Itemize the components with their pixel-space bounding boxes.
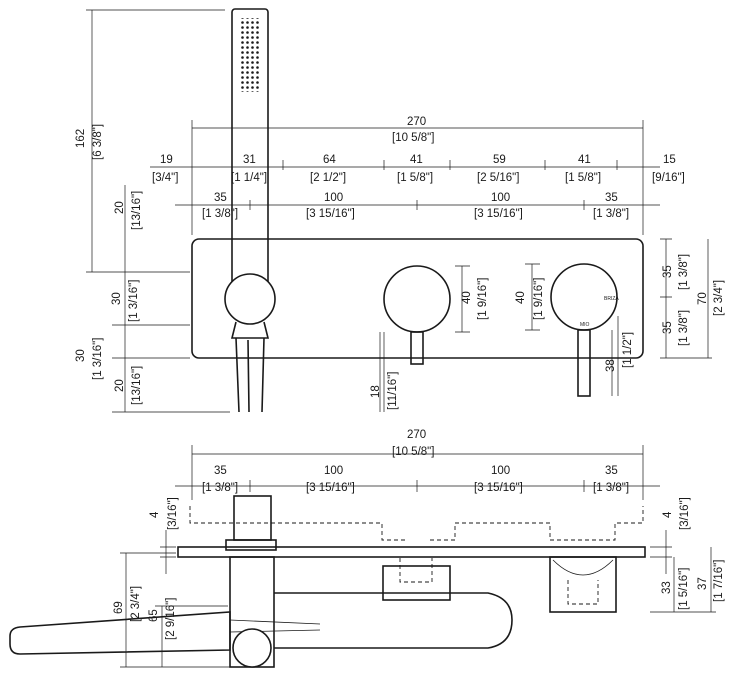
- dim-side-4-mm: 35: [605, 465, 618, 477]
- dim-left-20a-mm: 20: [114, 201, 126, 214]
- dim-left-162-in: [6 3/8"]: [92, 124, 104, 160]
- dim-row2-1-mm: 35: [214, 192, 227, 204]
- dim-side-33-mm: 33: [661, 581, 673, 594]
- dim-row2-3-in: [3 15/16"]: [474, 208, 523, 220]
- dim-right-70-mm: 70: [697, 292, 709, 305]
- side-knob-2-stem: [567, 580, 599, 605]
- dim-left-30b-mm: 30: [75, 349, 87, 362]
- dim-right-70-in: [2 3/4"]: [713, 280, 725, 316]
- dim-side-2-mm: 100: [324, 465, 343, 477]
- dim-knob2-in: [1 9/16"]: [533, 278, 545, 320]
- dim-top-1-in: [3/4"]: [152, 172, 178, 184]
- side-knob-2: [549, 556, 617, 613]
- side-extension-lines: [120, 445, 716, 668]
- dim-side-overall-in: [10 5/8"]: [392, 446, 434, 458]
- dim-row2-1-in: [1 3/8"]: [202, 208, 238, 220]
- dim-knob1-in: [1 9/16"]: [477, 278, 489, 320]
- dim-side-1-in: [1 3/8"]: [202, 482, 238, 494]
- dim-row2-4-mm: 35: [605, 192, 618, 204]
- dim-lever-18-in: [11/16"]: [387, 372, 399, 410]
- dim-top-5-mm: 59: [493, 154, 506, 166]
- side-holder-collar: [225, 539, 277, 551]
- dim-knob1-mm: 40: [461, 291, 473, 304]
- dim-front-overall-mm: 270: [407, 116, 426, 128]
- mixer-lever-1: [410, 331, 424, 365]
- dim-side-overall-mm: 270: [407, 429, 426, 441]
- dim-top-4-in: [1 5/8"]: [397, 172, 433, 184]
- dim-right-35a-mm: 35: [662, 265, 674, 278]
- dim-side-left-4-mm: 4: [149, 511, 161, 518]
- dim-left-30a-in: [1 3/16"]: [128, 280, 140, 322]
- side-wall-plate: [177, 546, 646, 558]
- side-holder-top: [233, 495, 272, 541]
- dim-top-7-in: [9/16"]: [652, 172, 685, 184]
- dim-side-65-in: [2 9/16"]: [165, 598, 177, 640]
- dim-top-6-mm: 41: [578, 154, 591, 166]
- side-knob-2-bowl: [552, 559, 614, 576]
- side-dimensions: 270 [10 5/8"] 35 [1 3/8"] 100 [3 15/16"]…: [113, 429, 725, 667]
- dim-side-right-4-mm: 4: [662, 511, 674, 518]
- dim-row2-2-in: [3 15/16"]: [306, 208, 355, 220]
- shower-holder-knob: [224, 273, 276, 325]
- wall-plate: [191, 238, 644, 359]
- dim-lever-18-mm: 18: [370, 385, 382, 398]
- dim-side-1-mm: 35: [214, 465, 227, 477]
- dim-left-30b-in: [1 3/16"]: [92, 338, 104, 380]
- shower-holder-mount: [230, 321, 270, 339]
- dim-top-6-in: [1 5/8"]: [565, 172, 601, 184]
- dim-side-37-mm: 37: [697, 577, 709, 590]
- mixer-lever-2: [577, 329, 591, 397]
- side-view: [9, 445, 716, 668]
- dim-side-2-in: [3 15/16"]: [306, 482, 355, 494]
- dim-side-65-mm: 65: [148, 609, 160, 622]
- dim-knob2-mm: 40: [515, 291, 527, 304]
- dim-top-2-in: [1 1/4"]: [231, 172, 267, 184]
- dim-side-4-in: [1 3/8"]: [593, 482, 629, 494]
- dim-row2-4-in: [1 3/8"]: [593, 208, 629, 220]
- dim-side-37-in: [1 7/16"]: [713, 560, 725, 602]
- dim-left-20b-in: [13/16"]: [131, 366, 143, 405]
- side-holder-knob: [232, 628, 272, 668]
- dim-lever-38-in: [1 1/2"]: [622, 332, 634, 368]
- dim-right-35b-in: [1 3/8"]: [678, 310, 690, 346]
- dim-left-20b-mm: 20: [114, 379, 126, 392]
- side-hose-arm: [274, 592, 513, 649]
- dim-side-69-in: [2 3/4"]: [130, 586, 142, 622]
- knob-label-bottom: MIO: [580, 322, 590, 328]
- knob-label-top: BRIZA: [604, 296, 619, 302]
- dim-side-33-in: [1 5/16"]: [678, 568, 690, 610]
- dim-front-overall-in: [10 5/8"]: [392, 132, 434, 144]
- dim-left-20a-in: [13/16"]: [131, 191, 143, 230]
- dim-lever-38-mm: 38: [605, 359, 617, 372]
- dim-top-7-mm: 15: [663, 154, 676, 166]
- dim-row2-3-mm: 100: [491, 192, 510, 204]
- dim-top-5-in: [2 5/16"]: [477, 172, 519, 184]
- dim-side-left-4-in: [3/16"]: [167, 497, 179, 530]
- dim-top-3-in: [2 1/2"]: [310, 172, 346, 184]
- side-knob-1: [382, 565, 451, 601]
- dim-left-30a-mm: 30: [111, 292, 123, 305]
- wall-recess-outline: [189, 506, 644, 541]
- dim-side-right-4-in: [3/16"]: [679, 497, 691, 530]
- dim-top-3-mm: 64: [323, 154, 336, 166]
- side-hand-shower: [9, 611, 231, 655]
- side-knob-1-stem: [399, 558, 433, 583]
- dim-side-3-in: [3 15/16"]: [474, 482, 523, 494]
- dim-side-69-mm: 69: [113, 601, 125, 614]
- shower-hose: [235, 337, 265, 413]
- dim-top-1-mm: 19: [160, 154, 173, 166]
- hand-shower-holes: [240, 18, 260, 92]
- front-view: BRIZA MIO: [86, 8, 712, 413]
- dim-top-4-mm: 41: [410, 154, 423, 166]
- mixer-knob-1: [383, 265, 451, 333]
- dim-top-2-mm: 31: [243, 154, 256, 166]
- dim-right-35b-mm: 35: [662, 321, 674, 334]
- front-dimensions: 270 [10 5/8"] 19 [3/4"] 31 [1 1/4"] 64 […: [75, 10, 725, 412]
- dim-row2-2-mm: 100: [324, 192, 343, 204]
- dim-left-162-mm: 162: [75, 129, 87, 148]
- dim-right-35a-in: [1 3/8"]: [678, 254, 690, 290]
- dim-side-3-mm: 100: [491, 465, 510, 477]
